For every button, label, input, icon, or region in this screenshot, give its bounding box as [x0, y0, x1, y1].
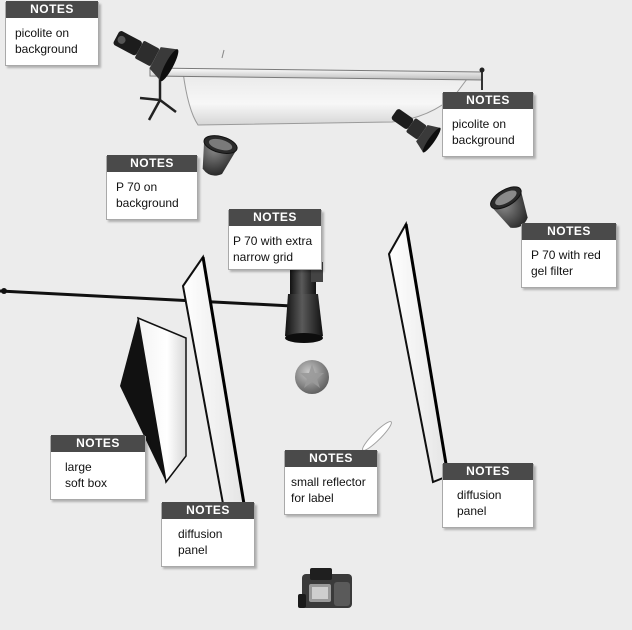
- camera-icon: [298, 568, 352, 608]
- note-header: NOTES: [443, 92, 533, 109]
- note-picolite-background-2[interactable]: NOTES picolite on background: [442, 92, 534, 157]
- note-text: diffusion panel: [457, 488, 502, 518]
- note-text: large soft box: [65, 460, 108, 490]
- note-p70-red-gel[interactable]: NOTES P 70 with red gel filter: [521, 223, 617, 288]
- boom-arm-icon: [0, 288, 293, 308]
- note-header: NOTES: [522, 223, 616, 240]
- soft-box-icon: [120, 316, 187, 484]
- note-header: NOTES: [162, 502, 254, 519]
- diffusion-panel-icon: [181, 254, 247, 522]
- note-header: NOTES: [443, 463, 533, 480]
- note-small-reflector[interactable]: NOTES small reflector for label: [284, 450, 378, 515]
- note-large-soft-box[interactable]: NOTES large soft box: [50, 435, 146, 500]
- p70-reflector-icon: [490, 186, 528, 228]
- note-p70-narrow-grid[interactable]: NOTES P 70 with extra narrow grid: [228, 209, 322, 270]
- subject-ball-icon: [295, 360, 329, 394]
- note-diffusion-panel-right[interactable]: NOTES diffusion panel: [442, 463, 534, 528]
- note-header: NOTES: [107, 155, 197, 172]
- note-header: NOTES: [285, 450, 377, 467]
- note-text: small reflector for label: [291, 475, 366, 505]
- note-header: NOTES: [229, 209, 321, 226]
- note-picolite-background-1[interactable]: NOTES picolite on background: [5, 1, 99, 66]
- reflector-card-icon: [362, 421, 392, 451]
- note-header: NOTES: [6, 1, 98, 18]
- note-diffusion-panel-left[interactable]: NOTES diffusion panel: [161, 502, 255, 567]
- p70-reflector-icon: [202, 135, 238, 176]
- note-text: picolite on background: [452, 117, 515, 147]
- note-text: P 70 on background: [116, 180, 179, 210]
- note-header: NOTES: [51, 435, 145, 452]
- note-text: picolite on background: [15, 26, 78, 56]
- note-p70-background[interactable]: NOTES P 70 on background: [106, 155, 198, 220]
- note-text: P 70 with red gel filter: [531, 248, 601, 278]
- note-text: P 70 with extra narrow grid: [233, 234, 313, 264]
- note-text: diffusion panel: [178, 527, 223, 557]
- picolite-spot-icon: [113, 31, 179, 82]
- diffusion-panel-icon: [387, 221, 450, 484]
- picolite-spot-icon: [391, 109, 441, 153]
- background-paper-icon: [149, 49, 485, 126]
